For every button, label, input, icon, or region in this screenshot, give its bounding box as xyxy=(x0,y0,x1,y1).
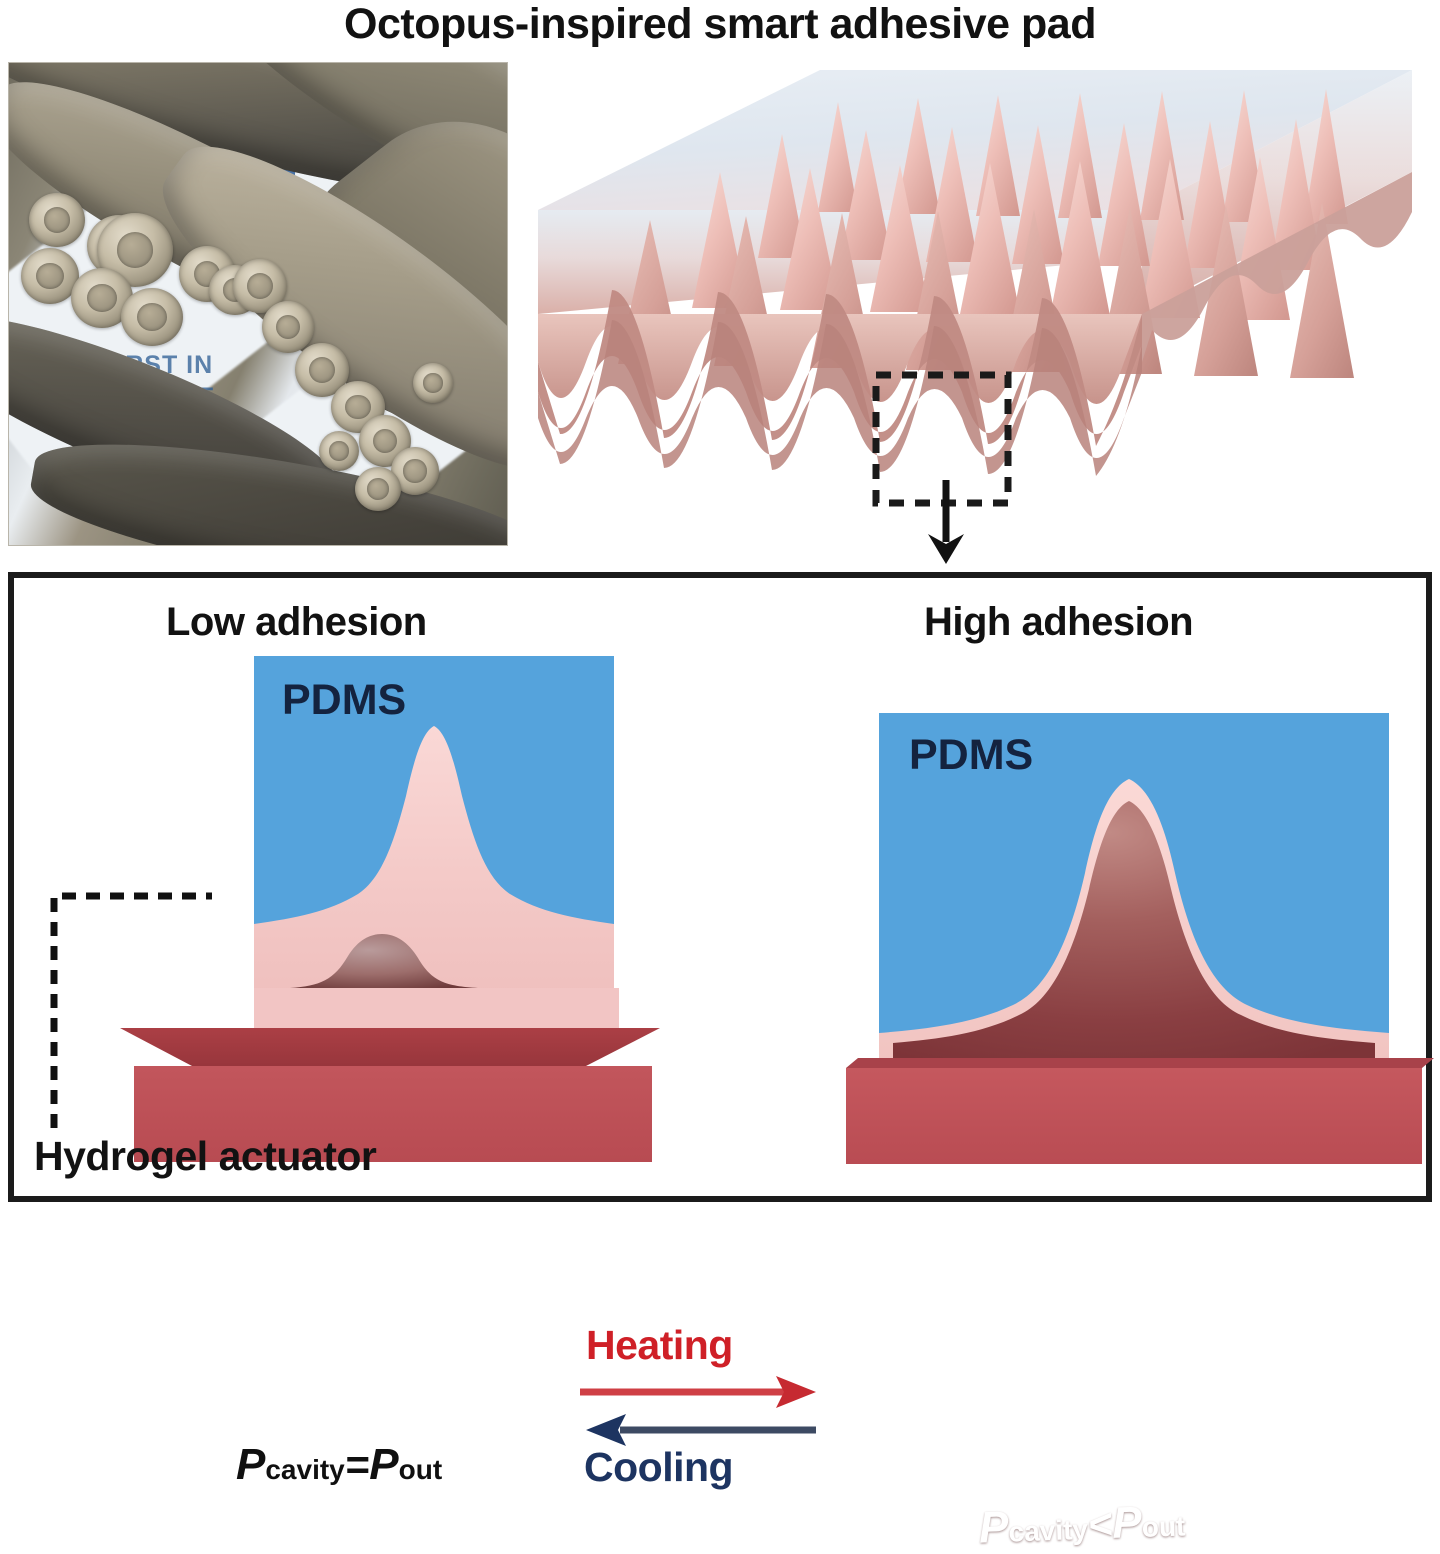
swollen-dome-profile xyxy=(879,779,1389,1065)
sucker xyxy=(413,363,453,403)
sucker xyxy=(97,213,173,287)
octopus-tentacle-photo: CHAN FIRST IN CHANGE FIRST IN xyxy=(8,62,508,546)
hydrogel-actuator-high xyxy=(846,1058,1434,1164)
sucker xyxy=(29,193,85,247)
hydrogel-dashed-callout xyxy=(50,892,212,1128)
pdms-label-low: PDMS xyxy=(282,676,407,724)
low-adhesion-heading: Low adhesion xyxy=(166,600,427,644)
cavity-profile-low xyxy=(254,726,614,1008)
p-subscript-out: out xyxy=(1141,1510,1186,1543)
figure-title: Octopus-inspired smart adhesive pad xyxy=(344,0,1096,48)
pressure-formula-high: Pcavity<Pout xyxy=(978,1496,1186,1553)
pressure-formula-low: Pcavity=Pout xyxy=(236,1440,442,1490)
sucker xyxy=(319,431,359,471)
pdms-block-high: PDMS xyxy=(879,713,1389,1065)
p-symbol: P xyxy=(978,1502,1010,1553)
pdms-block-low: PDMS xyxy=(254,656,614,1008)
collapsed-hydrogel-mound xyxy=(290,934,478,988)
mechanism-panel: Low adhesion High adhesion PDMS xyxy=(8,572,1434,1553)
formula-operator: = xyxy=(344,1441,370,1488)
p-subscript-cavity: cavity xyxy=(265,1454,345,1485)
sucker xyxy=(71,268,133,328)
p-symbol: P xyxy=(369,1440,399,1489)
pdms-label-high: PDMS xyxy=(909,731,1034,779)
callout-down-arrow xyxy=(928,480,964,564)
transition-arrows: Heating Cooling xyxy=(570,1322,870,1516)
hydrogel-actuator-low xyxy=(120,1028,660,1162)
sucker xyxy=(355,467,401,511)
sucker xyxy=(121,288,183,346)
sucker xyxy=(262,301,314,353)
p-subscript-cavity: cavity xyxy=(1008,1513,1089,1548)
heating-label: Heating xyxy=(586,1322,733,1368)
hydrogel-actuator-label: Hydrogel actuator xyxy=(34,1133,377,1179)
high-adhesion-heading: High adhesion xyxy=(924,600,1194,644)
formula-operator: < xyxy=(1086,1499,1114,1548)
p-symbol: P xyxy=(236,1440,266,1489)
cooling-label: Cooling xyxy=(584,1444,734,1490)
p-symbol: P xyxy=(1111,1497,1143,1548)
sucker xyxy=(21,248,79,304)
pad-illustration xyxy=(538,70,1412,476)
p-subscript-out: out xyxy=(398,1454,443,1485)
3d-adhesive-pad xyxy=(520,62,1432,552)
magnify-dashed-box xyxy=(872,371,1012,507)
